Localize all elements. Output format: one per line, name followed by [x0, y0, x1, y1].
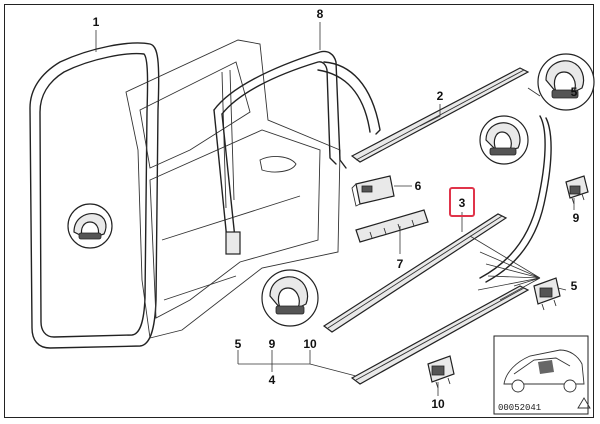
callout-7: 7	[397, 257, 404, 271]
diagram-reference-code: 00052041	[498, 403, 541, 413]
callout-10-bottom: 10	[431, 397, 445, 411]
part-6-clip[interactable]	[351, 175, 395, 207]
callout-5-top: 5	[571, 85, 578, 99]
part-10-clip[interactable]	[427, 355, 455, 389]
part-7-rail[interactable]	[355, 209, 429, 243]
seal-1-detail-circle	[67, 203, 113, 249]
part-3-detail-circle	[261, 269, 319, 327]
callout-5-right: 5	[571, 279, 578, 293]
callout-6: 6	[415, 179, 422, 193]
callout-3-highlight	[449, 187, 475, 217]
callout-leaders	[95, 22, 575, 396]
part-4-lower-trim[interactable]	[350, 285, 530, 385]
part-8-window-channel[interactable]	[213, 50, 381, 255]
door-body-outline	[125, 39, 341, 339]
callout-9-bottom: 9	[269, 337, 276, 351]
part-9-clip-lower[interactable]	[533, 277, 561, 311]
part-9-clip-upper[interactable]	[565, 175, 589, 205]
part-5-curved-moulding[interactable]	[479, 115, 552, 283]
callout-8: 8	[317, 7, 324, 21]
vehicle-thumbnail	[493, 335, 591, 415]
callout-3: 3	[459, 196, 466, 210]
diagram-frame	[4, 4, 594, 418]
part-1-door-seal[interactable]	[29, 42, 160, 349]
callout-5-bottom: 5	[235, 337, 242, 351]
callout-1: 1	[93, 15, 100, 29]
callout-4: 4	[269, 373, 276, 387]
part-2-detail-circle-mid	[479, 115, 529, 165]
callout-2: 2	[437, 89, 444, 103]
part-2-detail-circle-top	[537, 53, 595, 111]
clip-leader-fan	[469, 235, 541, 301]
part-3-door-moulding[interactable]	[322, 213, 508, 333]
callout-10-group: 10	[303, 337, 317, 351]
callout-9-upper: 9	[573, 211, 580, 225]
